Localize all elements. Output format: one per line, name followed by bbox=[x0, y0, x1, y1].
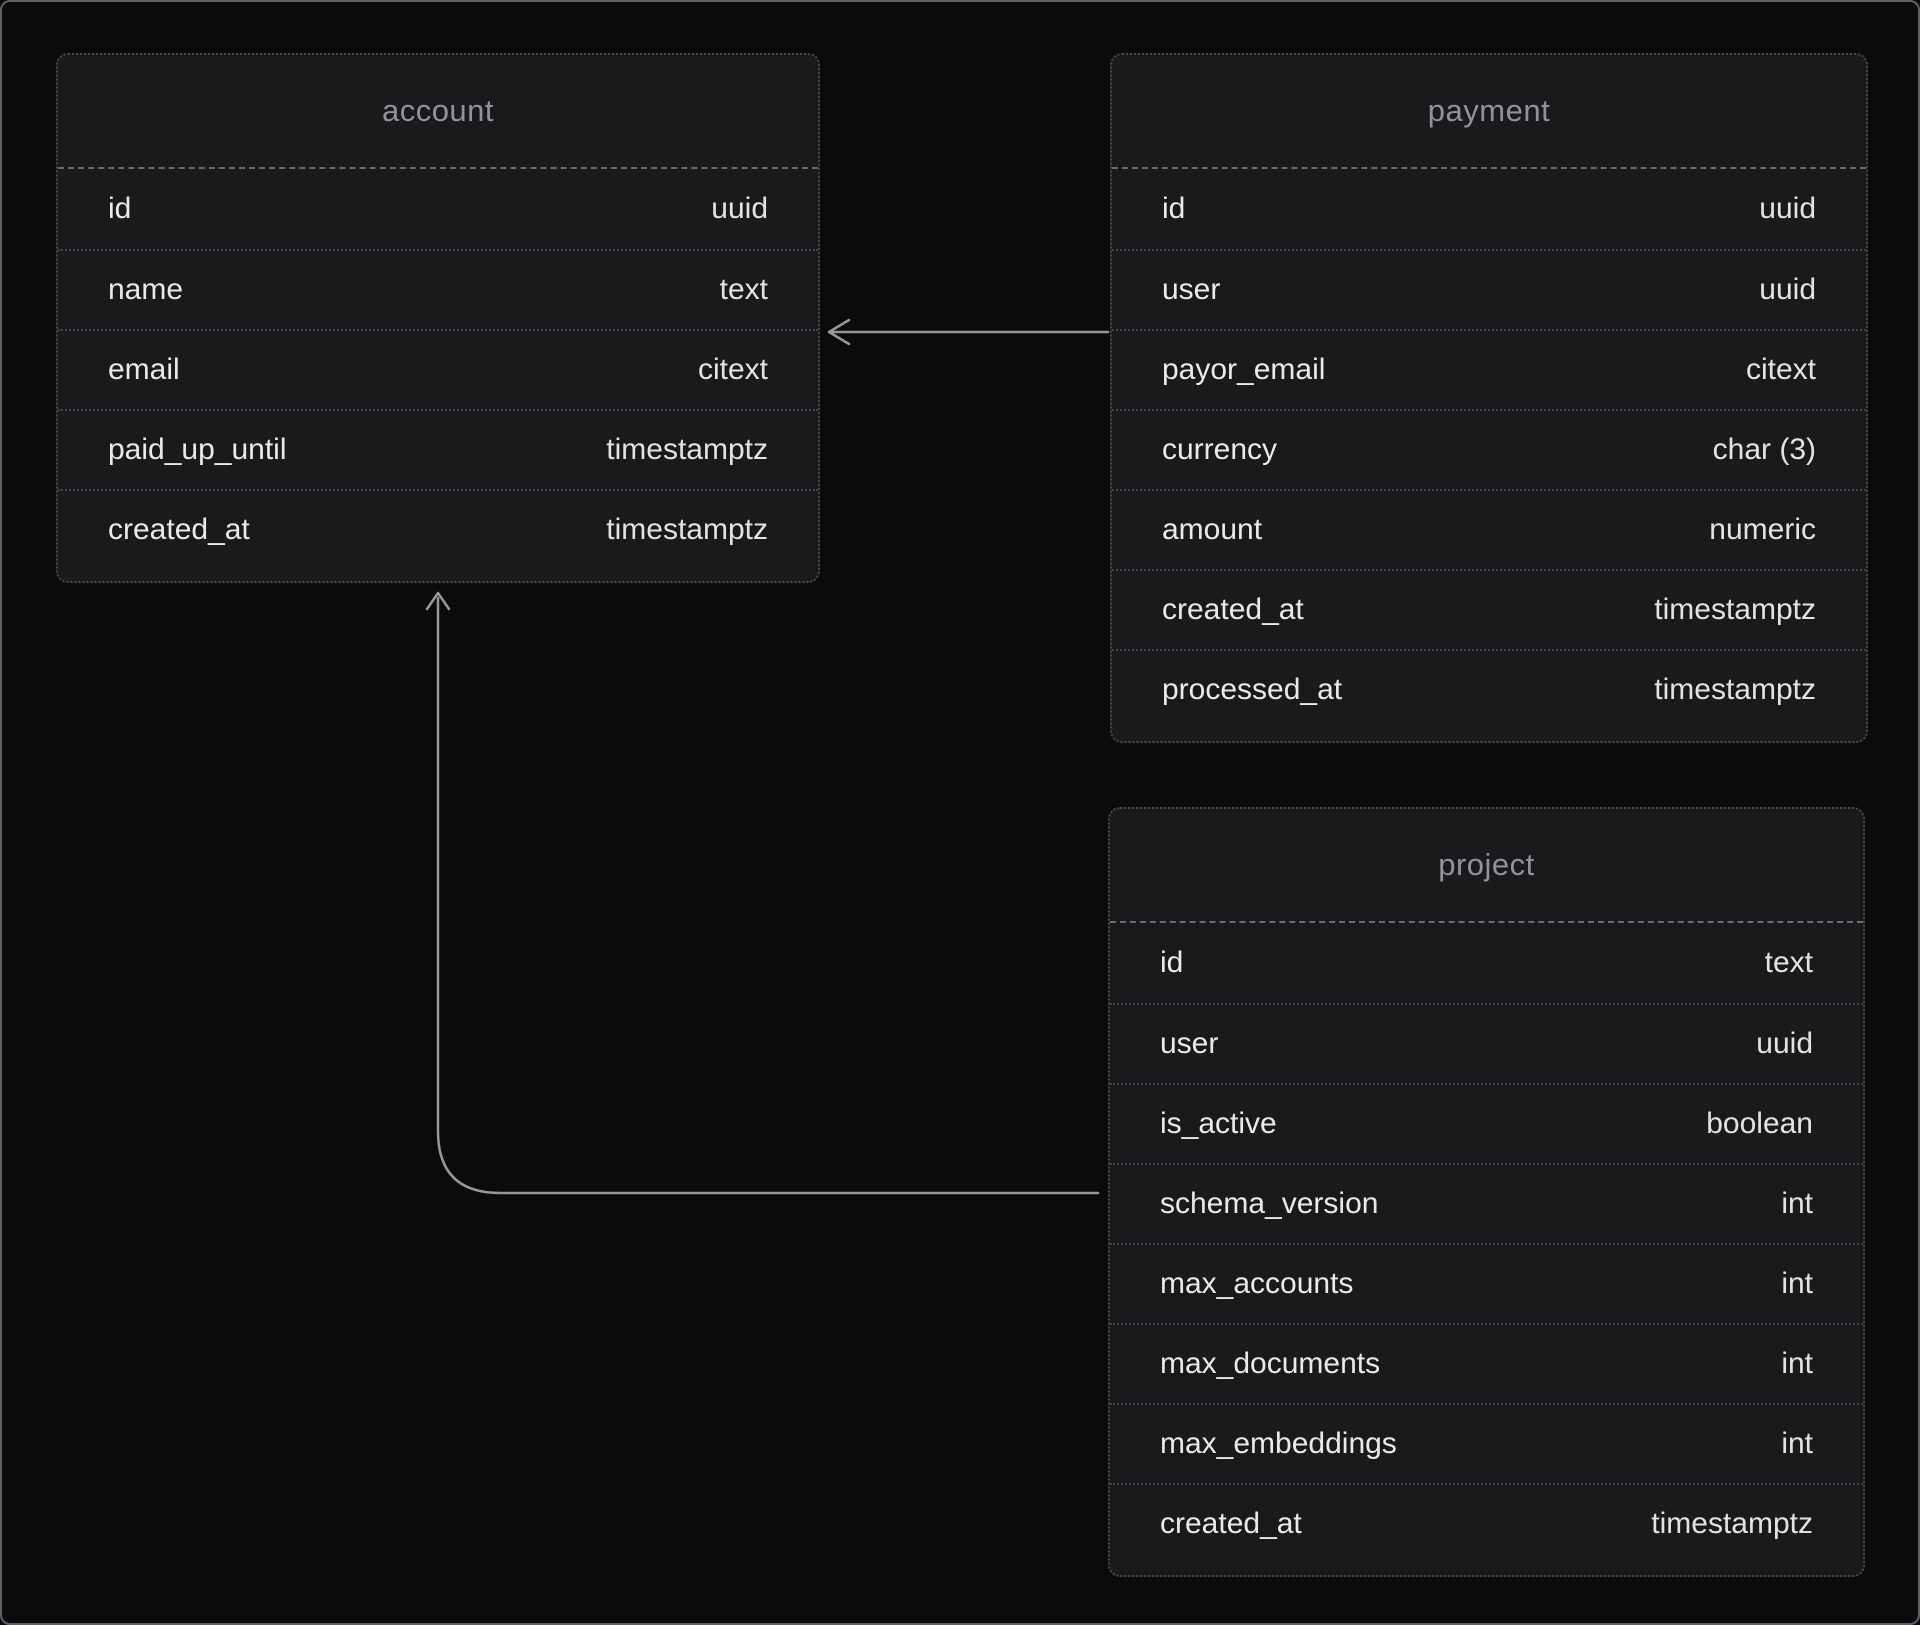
column-name: paid_up_until bbox=[108, 433, 287, 466]
column-type: uuid bbox=[1756, 1027, 1813, 1060]
column-name: email bbox=[108, 353, 180, 386]
column-name: max_embeddings bbox=[1160, 1427, 1397, 1460]
column-type: int bbox=[1781, 1187, 1813, 1220]
table-row: processed_at timestamptz bbox=[1112, 649, 1866, 729]
relation-arrow-payment-account bbox=[827, 318, 1110, 346]
column-type: uuid bbox=[1759, 273, 1816, 306]
table-columns: id uuid name text email citext paid_up_u… bbox=[58, 169, 818, 581]
column-name: created_at bbox=[108, 513, 250, 546]
relation-arrow-project-account bbox=[425, 591, 1100, 1195]
column-type: text bbox=[1764, 946, 1813, 979]
table-columns: id uuid user uuid payor_email citext cur… bbox=[1112, 169, 1866, 741]
column-name: payor_email bbox=[1162, 353, 1326, 386]
table-payment[interactable]: payment id uuid user uuid payor_email ci… bbox=[1110, 53, 1868, 743]
column-type: int bbox=[1781, 1267, 1813, 1300]
table-row: amount numeric bbox=[1112, 489, 1866, 569]
table-row: created_at timestamptz bbox=[1112, 569, 1866, 649]
table-row: name text bbox=[58, 249, 818, 329]
table-row: created_at timestamptz bbox=[1110, 1483, 1863, 1563]
column-name: processed_at bbox=[1162, 673, 1343, 706]
column-name: name bbox=[108, 273, 184, 306]
column-type: uuid bbox=[711, 192, 768, 225]
column-type: char (3) bbox=[1712, 433, 1816, 466]
column-type: numeric bbox=[1709, 513, 1816, 546]
column-name: created_at bbox=[1160, 1507, 1302, 1540]
column-type: int bbox=[1781, 1347, 1813, 1380]
column-type: citext bbox=[1745, 353, 1816, 386]
table-project[interactable]: project id text user uuid is_active bool… bbox=[1108, 807, 1865, 1577]
column-type: timestamptz bbox=[1651, 1507, 1813, 1540]
column-type: citext bbox=[697, 353, 768, 386]
column-name: max_documents bbox=[1160, 1347, 1381, 1380]
table-row: max_documents int bbox=[1110, 1323, 1863, 1403]
column-name: currency bbox=[1162, 433, 1278, 466]
table-account[interactable]: account id uuid name text email citext p… bbox=[56, 53, 820, 583]
column-type: timestamptz bbox=[606, 513, 768, 546]
table-row: max_embeddings int bbox=[1110, 1403, 1863, 1483]
column-name: max_accounts bbox=[1160, 1267, 1354, 1300]
table-row: id uuid bbox=[1112, 169, 1866, 249]
column-name: user bbox=[1162, 273, 1221, 306]
table-row: schema_version int bbox=[1110, 1163, 1863, 1243]
table-row: max_accounts int bbox=[1110, 1243, 1863, 1323]
table-row: paid_up_until timestamptz bbox=[58, 409, 818, 489]
table-row: user uuid bbox=[1110, 1003, 1863, 1083]
column-type: timestamptz bbox=[606, 433, 768, 466]
table-row: currency char (3) bbox=[1112, 409, 1866, 489]
table-title: payment bbox=[1112, 55, 1866, 169]
column-name: is_active bbox=[1160, 1107, 1277, 1140]
table-row: payor_email citext bbox=[1112, 329, 1866, 409]
column-name: schema_version bbox=[1160, 1187, 1379, 1220]
table-title: project bbox=[1110, 809, 1863, 923]
column-name: id bbox=[1162, 192, 1186, 225]
column-name: created_at bbox=[1162, 593, 1304, 626]
table-row: id text bbox=[1110, 923, 1863, 1003]
column-type: timestamptz bbox=[1654, 673, 1816, 706]
table-row: id uuid bbox=[58, 169, 818, 249]
column-type: timestamptz bbox=[1654, 593, 1816, 626]
table-row: user uuid bbox=[1112, 249, 1866, 329]
table-columns: id text user uuid is_active boolean sche… bbox=[1110, 923, 1863, 1575]
table-row: email citext bbox=[58, 329, 818, 409]
column-type: boolean bbox=[1706, 1107, 1813, 1140]
column-name: id bbox=[108, 192, 132, 225]
column-name: amount bbox=[1162, 513, 1263, 546]
column-name: id bbox=[1160, 946, 1184, 979]
column-type: uuid bbox=[1759, 192, 1816, 225]
column-name: user bbox=[1160, 1027, 1219, 1060]
table-row: created_at timestamptz bbox=[58, 489, 818, 569]
column-type: text bbox=[719, 273, 768, 306]
column-type: int bbox=[1781, 1427, 1813, 1460]
table-title: account bbox=[58, 55, 818, 169]
table-row: is_active boolean bbox=[1110, 1083, 1863, 1163]
